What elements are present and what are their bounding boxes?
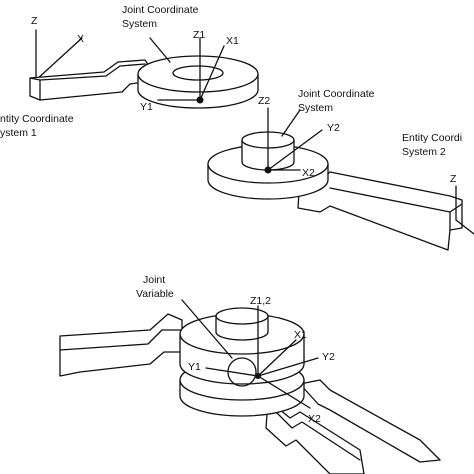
top-y1-label: Y1: [140, 101, 153, 113]
bottom-y1-axis: [205, 367, 259, 377]
top-entity-cs-label-line1: ntity Coordinate: [0, 113, 74, 125]
top-joint-cs-label-line1: Joint Coordinate: [122, 4, 199, 16]
middle-joint-cs-label-line2: System: [298, 102, 333, 114]
middle-joint-label-pointer: [281, 109, 301, 137]
bottom-x2-label: X2: [308, 413, 321, 425]
top-entity-x-axis: [35, 37, 83, 81]
middle-z-label: Z: [450, 173, 457, 185]
bottom-x1-label: X1: [294, 329, 307, 341]
bottom-x2-axis: [257, 375, 311, 409]
bottom-y2-label: Y2: [322, 351, 335, 363]
bottom-joint-variable-label-line1: Joint: [143, 274, 165, 286]
middle-joint-cs-label-line1: Joint Coordinate: [298, 88, 375, 100]
middle-joint-y2-axis: [267, 129, 323, 171]
bottom-y1-label: Y1: [188, 361, 201, 373]
top-z-label: Z: [31, 15, 38, 27]
top-z1-label: Z1: [193, 29, 205, 41]
bottom-joint-origin: [255, 373, 261, 379]
top-entity-cs-label-line2: ystem 1: [0, 127, 37, 139]
middle-entity-cs-label-line1: Entity Coordi: [402, 132, 462, 144]
top-joint-cs-label-line2: System: [122, 18, 157, 30]
top-joint-label-pointer: [149, 37, 171, 63]
middle-x2-label: X2: [302, 167, 315, 179]
bottom-joint-variable-pointer: [181, 299, 233, 359]
top-ring-hole: [172, 65, 224, 81]
top-x-label: X: [77, 33, 84, 45]
middle-entity-arm-edge: [455, 219, 474, 235]
top-joint-x1-axis: [199, 45, 225, 101]
bottom-x1-axis: [257, 339, 297, 377]
bottom-joint-variable-label-line2: Variable: [136, 288, 174, 300]
middle-joint-origin: [264, 166, 272, 174]
top-x1-label: X1: [226, 35, 239, 47]
bottom-assembly: [59, 299, 441, 474]
middle-z2-label: Z2: [258, 95, 270, 107]
top-joint-origin: [196, 96, 204, 104]
middle-y2-label: Y2: [327, 122, 340, 134]
middle-entity-cs-label-line2: System 2: [402, 146, 446, 158]
top-link-assembly: [29, 29, 259, 109]
middle-link-assembly: [207, 107, 474, 251]
bottom-left-arm: [59, 313, 183, 377]
bottom-y2-axis: [257, 357, 319, 377]
bottom-z12-label: Z1,2: [250, 295, 271, 307]
bottom-right-arm: [265, 399, 365, 474]
